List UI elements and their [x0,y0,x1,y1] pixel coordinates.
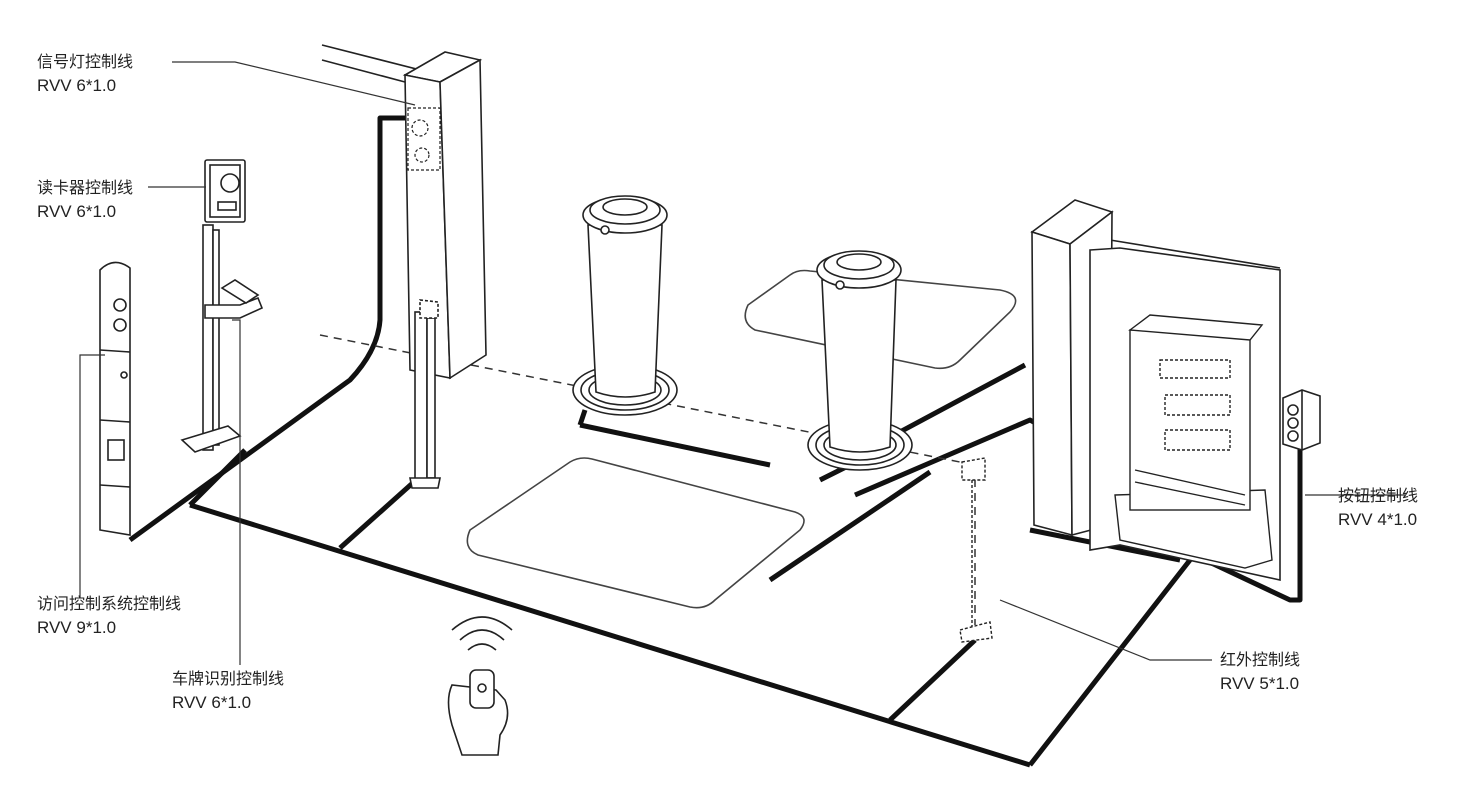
infrared-cable-name: 红外控制线 [1220,650,1301,669]
card-reader-label: 读卡器控制线 RVV 6*1.0 [37,176,133,224]
signal-light [407,107,441,171]
infrared-cable-spec: RVV 5*1.0 [1220,674,1300,693]
plate-recognition-label: 车牌识别控制线 RVV 6*1.0 [172,667,284,715]
infrared-beam [319,334,976,625]
leader-lines [79,61,1405,665]
card-reader-stand [180,159,264,453]
infrared-post-left [409,299,441,489]
infrared-label: 红外控制线 RVV 5*1.0 [1220,648,1300,696]
button-label: 按钮控制线 RVV 4*1.0 [1338,484,1418,532]
plate-recognition-cable-name: 车牌识别控制线 [172,669,285,688]
button-cable-spec: RVV 4*1.0 [1338,510,1418,529]
button-box [1282,389,1321,451]
bollard-1 [572,195,678,416]
card-reader-cable-spec: RVV 6*1.0 [37,202,117,221]
signal-light-cable-name: 信号灯控制线 [37,52,134,71]
card-reader-cable-name: 读卡器控制线 [37,178,134,197]
signal-light-label: 信号灯控制线 RVV 6*1.0 [37,50,133,98]
signal-light-cable-spec: RVV 6*1.0 [37,76,117,95]
control-cabinet [1114,314,1273,569]
access-control-label: 访问控制系统控制线 RVV 9*1.0 [37,592,181,640]
bollard-2 [807,250,913,471]
infrared-post-right [959,457,993,643]
access-control-cable-spec: RVV 9*1.0 [37,618,117,637]
plate-recognition-cable-spec: RVV 6*1.0 [172,693,252,712]
access-control-column [99,261,131,536]
gate-pillar-left [321,44,487,380]
access-control-cable-name: 访问控制系统控制线 [37,594,182,613]
road-pad-front [466,457,805,609]
button-cable-name: 按钮控制线 [1338,486,1419,505]
remote-control-hand [447,616,513,756]
